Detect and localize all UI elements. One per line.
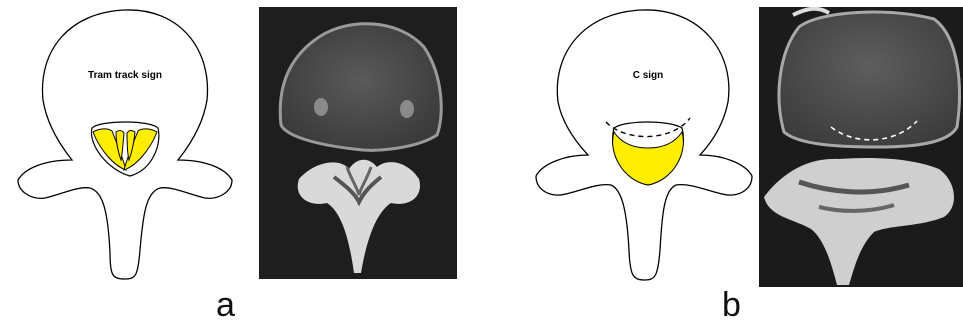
panel-a-diagram: Tram track sign: [18, 10, 232, 279]
ct-b-vertebral-body: [779, 12, 959, 147]
ct-image-b: [759, 7, 963, 287]
panel-b-diagram: C sign: [536, 10, 752, 280]
panel-letter-a: a: [216, 288, 235, 322]
sign-label-a: Tram track sign: [88, 70, 162, 81]
sign-label-b: C sign: [633, 70, 664, 81]
ct-image-a: [259, 7, 457, 279]
panel-letter-b: b: [722, 288, 741, 322]
